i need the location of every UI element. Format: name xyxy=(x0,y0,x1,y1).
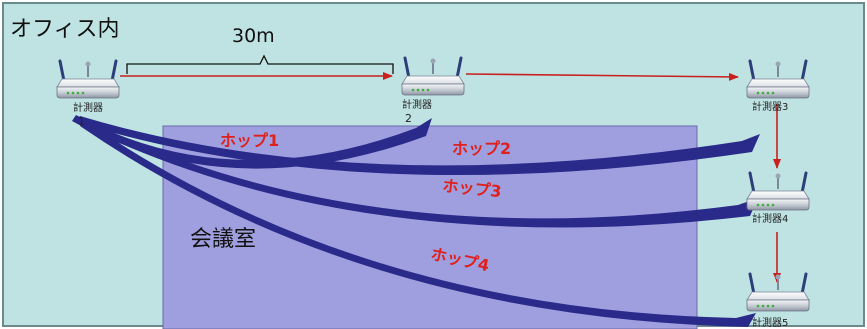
device-label-3: 計測器3 xyxy=(752,100,788,113)
hop-curves xyxy=(72,115,760,327)
room-label: 会議室 xyxy=(190,227,256,252)
device-label-1: 計測器 xyxy=(73,101,103,114)
hop-label-1: ホップ1 xyxy=(220,131,279,150)
hop-curve-3 xyxy=(78,118,758,228)
device-label-4: 計測器4 xyxy=(752,212,788,225)
distance-bracket xyxy=(126,54,394,74)
device-label-5: 計測器5 xyxy=(752,316,788,329)
hop-label-2: ホップ2 xyxy=(452,139,511,158)
device-num-2: 2 xyxy=(405,112,412,125)
device-label-2: 計測器 xyxy=(402,98,432,111)
hop-curve-2 xyxy=(76,116,760,176)
distance-label: 30m xyxy=(232,25,275,47)
device-num-1: 1 xyxy=(78,115,85,128)
office-title: オフィス内 xyxy=(10,17,120,42)
link-arrow-2-3 xyxy=(465,72,739,81)
